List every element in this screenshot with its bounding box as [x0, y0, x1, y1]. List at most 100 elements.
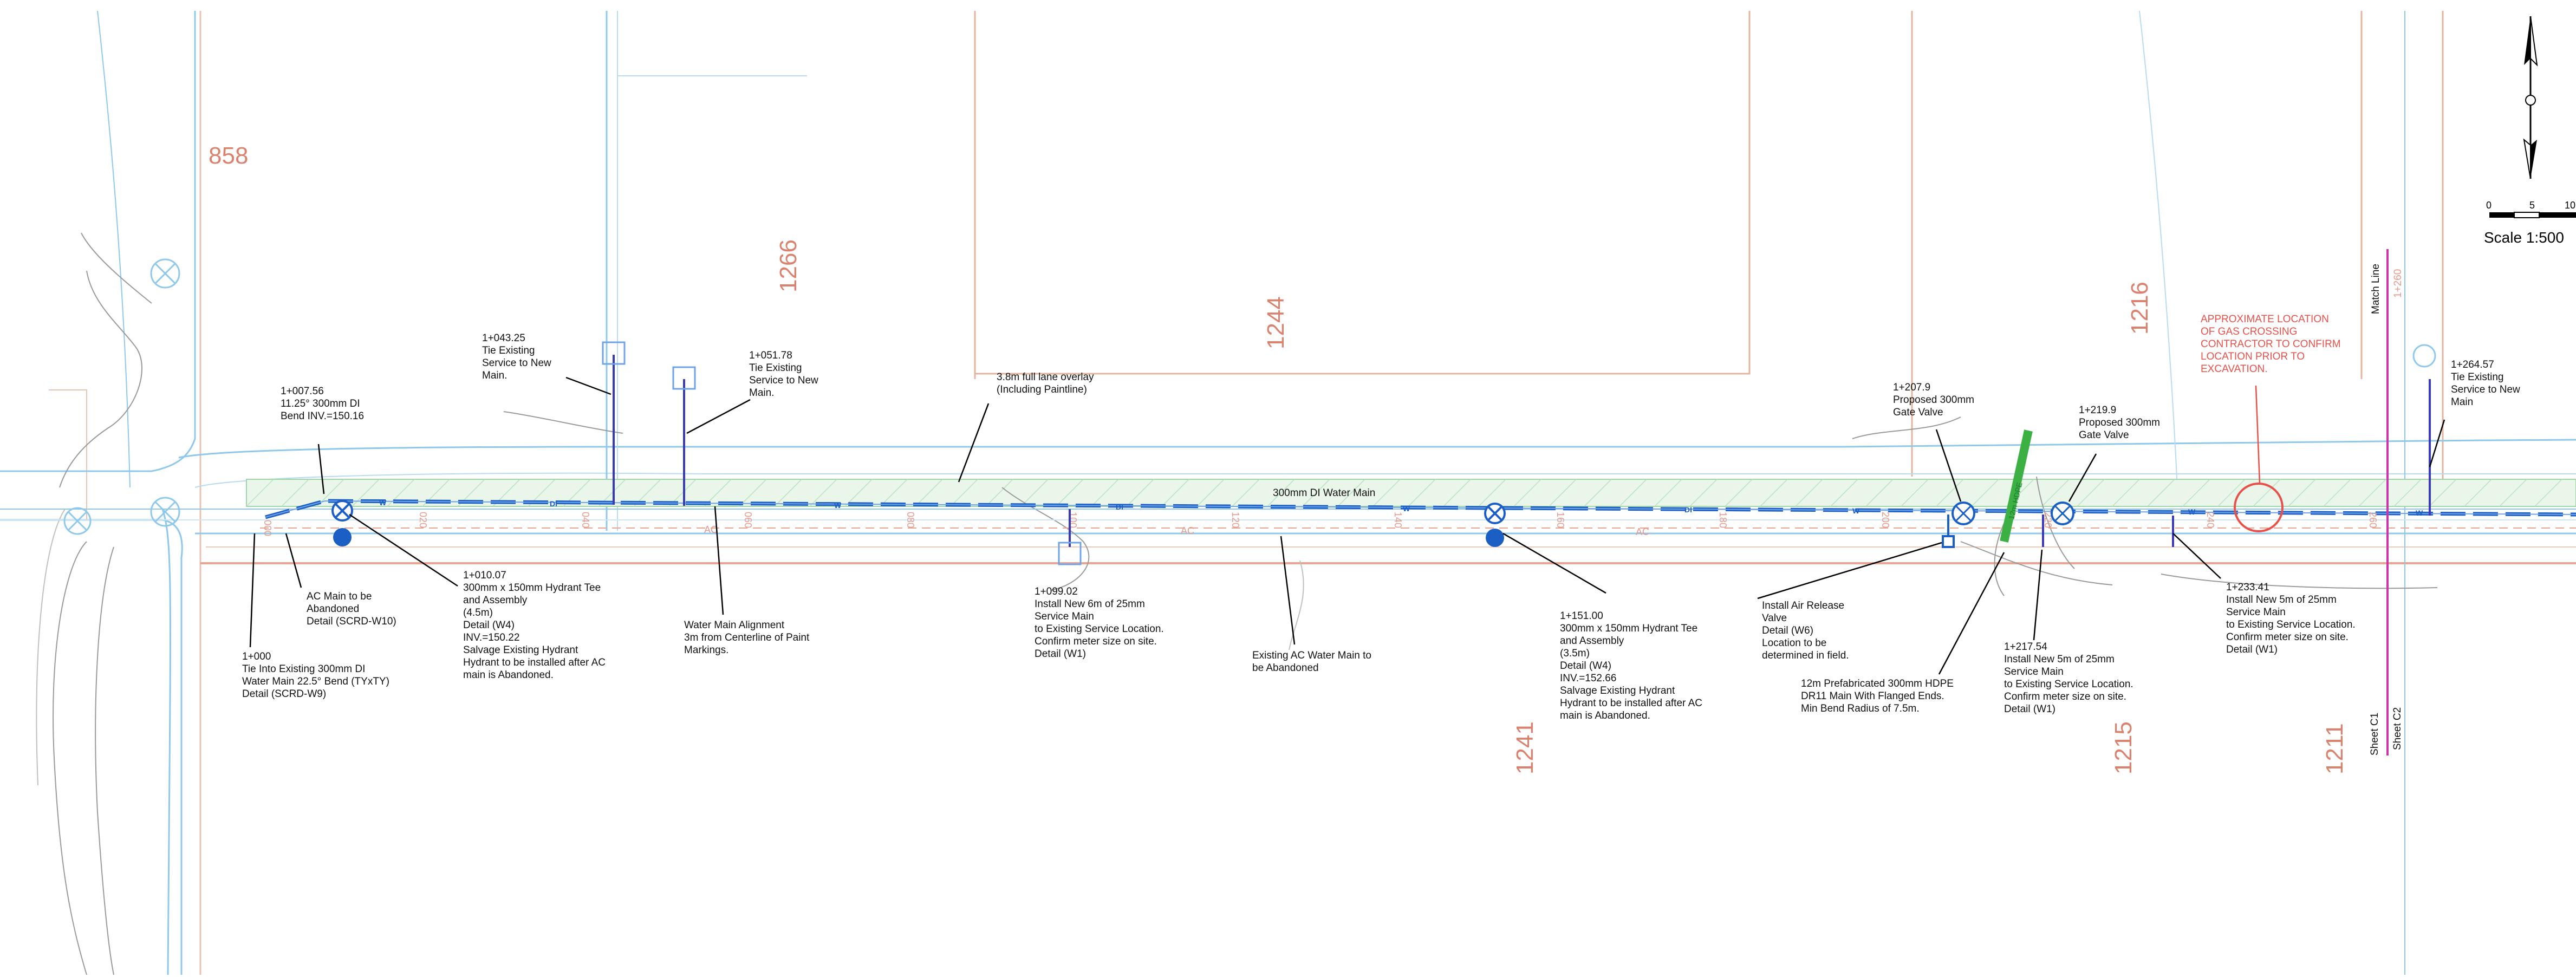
note-line: Detail (W1) — [2226, 644, 2278, 655]
callout-note: 3.8m full lane overlay(Including Paintli… — [997, 372, 1094, 395]
match-line-station: 1+260 — [2392, 269, 2404, 298]
note-line: Install New 5m of 25mm — [2004, 654, 2115, 665]
note-line: Gate Valve — [2079, 429, 2129, 441]
note-line: 1+217.54 — [2004, 641, 2047, 653]
gate-valve-icon — [1951, 501, 1975, 525]
main-segment-label: W — [2416, 509, 2423, 517]
note-line: (Including Paintline) — [997, 384, 1087, 395]
chainage-label: 080 — [905, 512, 916, 528]
note-line: Install New 5m of 25mm — [2226, 594, 2337, 605]
note-line: to Existing Service Location. — [2226, 619, 2356, 630]
existing-hydrant-icon — [150, 258, 180, 289]
note-line: Location to be — [1762, 637, 1826, 649]
gas-crossing-marker — [2234, 483, 2284, 532]
note-line: Service to New — [749, 375, 818, 386]
fittings: 12m HDPE — [63, 258, 2436, 565]
note-line: Proposed 300mm — [1893, 394, 1974, 406]
note-line: OF GAS CROSSING — [2201, 326, 2297, 337]
main-segment-label: DI — [1116, 503, 1123, 511]
existing-hydrant-icon — [63, 507, 92, 535]
note-line: Detail (W4) — [463, 620, 515, 631]
parcel-numbers: 858 1266 1244 1216 1241 1215 1211 — [209, 142, 2348, 774]
note-line: Detail (W1) — [2004, 704, 2055, 715]
service-box-icon — [602, 341, 626, 365]
note-line: Service to New — [482, 357, 551, 369]
hdpe-pipe — [2000, 429, 2033, 543]
main-segment-label: W — [834, 501, 842, 510]
match-line-label: Match Line — [2370, 264, 2382, 314]
chainage-label: 140 — [1393, 512, 1403, 528]
chainage-label: 200 — [1880, 512, 1891, 528]
note-line: to Existing Service Location. — [1035, 623, 1164, 635]
chainage-label: 060 — [743, 512, 753, 528]
north-arrow-icon — [2523, 16, 2538, 179]
parcel-number: 1266 — [775, 239, 802, 292]
main-segment-label: W — [379, 498, 387, 507]
note-line: 300mm x 150mm Hydrant Tee — [1560, 623, 1697, 634]
scale-bar: 0 5 10 Scale 1:500 — [2484, 200, 2576, 246]
note-line: 1+264.57 — [2451, 359, 2494, 370]
note-line: CONTRACTOR TO CONFIRM — [2201, 338, 2341, 350]
note-line: to Existing Service Location. — [2004, 679, 2133, 690]
note-line: Main — [2451, 396, 2473, 408]
scale-label: Scale 1:500 — [2484, 229, 2564, 246]
parcel-number: 1244 — [1263, 296, 1289, 349]
note-line: 1+099.02 — [1035, 586, 1078, 597]
existing-ac-label: AC — [704, 524, 718, 535]
note-line: Detail (W4) — [1560, 660, 1611, 672]
note-line: Salvage Existing Hydrant — [1560, 685, 1675, 696]
note-line: main is Abandoned. — [463, 669, 554, 681]
match-line: Match Line 1+260 Sheet C1 Sheet C2 — [2369, 249, 2404, 755]
note-line: Tie Existing — [749, 362, 802, 374]
note-line: 1+207.9 — [1893, 382, 1930, 393]
note-line: main is Abandoned. — [1560, 710, 1650, 721]
note-line: 3.8m full lane overlay — [997, 372, 1094, 383]
note-line: Service to New — [2451, 384, 2520, 395]
note-line: 1+010.07 — [463, 570, 506, 581]
chainage-label: 260 — [2367, 512, 2378, 528]
note-line: Install New 6m of 25mm — [1035, 598, 1145, 610]
note-line: Min Bend Radius of 7.5m. — [1801, 703, 1920, 714]
chainage-label: 220 — [2042, 512, 2053, 528]
proposed-water-main: 300mm DI Water Main W DI W DI W DI W W W… — [265, 487, 2576, 537]
note-line: Tie Into Existing 300mm DI — [242, 663, 365, 675]
note-line: 1+000 — [242, 651, 271, 662]
note-line: be Abandoned — [1252, 662, 1319, 674]
note-line: 300mm x 150mm Hydrant Tee — [463, 582, 601, 594]
service-box-icon — [672, 366, 696, 390]
main-segment-label: W — [1403, 504, 1410, 513]
service-box-icon — [1058, 542, 1082, 565]
note-line: Confirm meter size on site. — [2226, 631, 2349, 643]
note-line: Hydrant to be installed after AC — [463, 657, 606, 668]
note-line: Service Main — [2004, 666, 2064, 678]
chainage-label: 160 — [1555, 512, 1566, 528]
note-line: and Assembly — [1560, 635, 1624, 647]
parcel-number: 1215 — [2110, 721, 2137, 774]
note-line: Confirm meter size on site. — [1035, 636, 1157, 647]
note-line: AC Main to be — [307, 591, 372, 602]
main-label: 300mm DI Water Main — [1273, 487, 1375, 499]
note-line: Detail (W6) — [1762, 625, 1813, 636]
note-line: INV.=150.22 — [463, 632, 519, 643]
note-line: 1+007.56 — [281, 386, 324, 397]
note-line: Confirm meter size on site. — [2004, 691, 2126, 702]
note-line: and Assembly — [463, 595, 528, 606]
note-line: 1+043.25 — [482, 333, 525, 344]
note-line: (3.5m) — [1560, 648, 1590, 659]
scale-tick: 0 — [2486, 200, 2492, 211]
note-line: 1+219.9 — [2079, 405, 2116, 416]
parcel-number: 1216 — [2126, 282, 2153, 335]
note-line: Tie Existing — [2451, 372, 2504, 383]
